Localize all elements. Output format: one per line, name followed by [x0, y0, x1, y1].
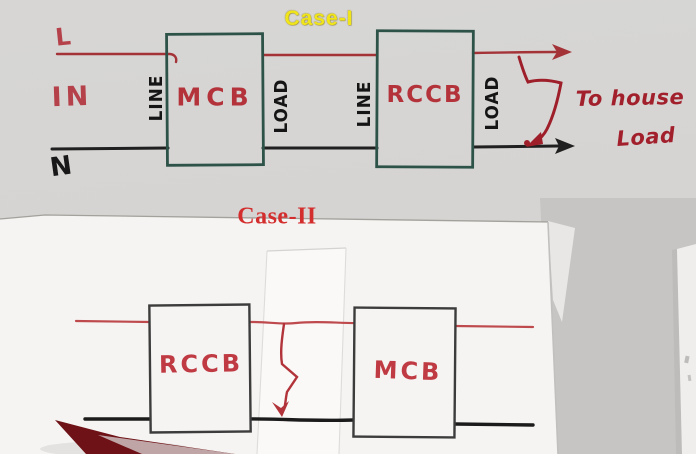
paper-strip-top-edge — [266, 247, 347, 252]
case2-live-wire — [74, 319, 535, 329]
mcb-load-side-label: LOAD — [270, 78, 292, 134]
case1-mcb-label: MCB — [176, 82, 254, 112]
paper-top-edge — [0, 214, 549, 223]
paper-sheet-behind — [548, 221, 575, 322]
case1-neutral-wire — [50, 144, 560, 151]
live-label: L — [53, 22, 73, 52]
neutral-wire-arrowhead — [555, 138, 575, 154]
case1-rccb-label: RCCB — [386, 82, 464, 108]
input-label: IN — [51, 80, 93, 114]
desk-background — [540, 198, 696, 454]
case1-rccb-box — [375, 29, 475, 169]
case2-rccb-box — [148, 303, 252, 434]
case2-title: Case-II — [237, 203, 317, 230]
mcb-line-side-label: LINE — [145, 74, 167, 122]
case1-mcb-box — [165, 32, 265, 167]
fault-arrowhead — [272, 401, 289, 417]
paper-strip — [257, 248, 346, 454]
pen-tip — [55, 420, 235, 454]
case2-mcb-box — [352, 306, 457, 439]
rccb-line-side-label: LINE — [353, 80, 375, 128]
wall-speck — [687, 374, 692, 382]
neutral-label: N — [48, 150, 74, 184]
wall-edge-shadow — [672, 249, 682, 454]
case2-rccb-label: RCCB — [158, 349, 244, 379]
paper-right-edge — [547, 221, 559, 454]
pen-barrel-highlight — [98, 435, 235, 454]
rccb-load-side-label: LOAD — [481, 75, 503, 131]
house-tap-stroke — [517, 55, 563, 144]
case1-title: Case-I — [284, 7, 354, 30]
case1-live-wire — [55, 50, 558, 64]
fault-arrow-stroke — [279, 322, 299, 411]
house-load-label: Load — [615, 122, 677, 152]
live-wire-arrowhead — [552, 44, 572, 60]
to-house-label: To house — [575, 85, 685, 111]
wall-band — [677, 244, 696, 454]
case2-neutral-wire — [83, 417, 535, 427]
case2-mcb-label: MCB — [373, 355, 443, 387]
wall-speck — [684, 355, 690, 364]
house-tap-ink-blob — [524, 140, 530, 146]
house-tap-arrowhead — [526, 132, 543, 147]
